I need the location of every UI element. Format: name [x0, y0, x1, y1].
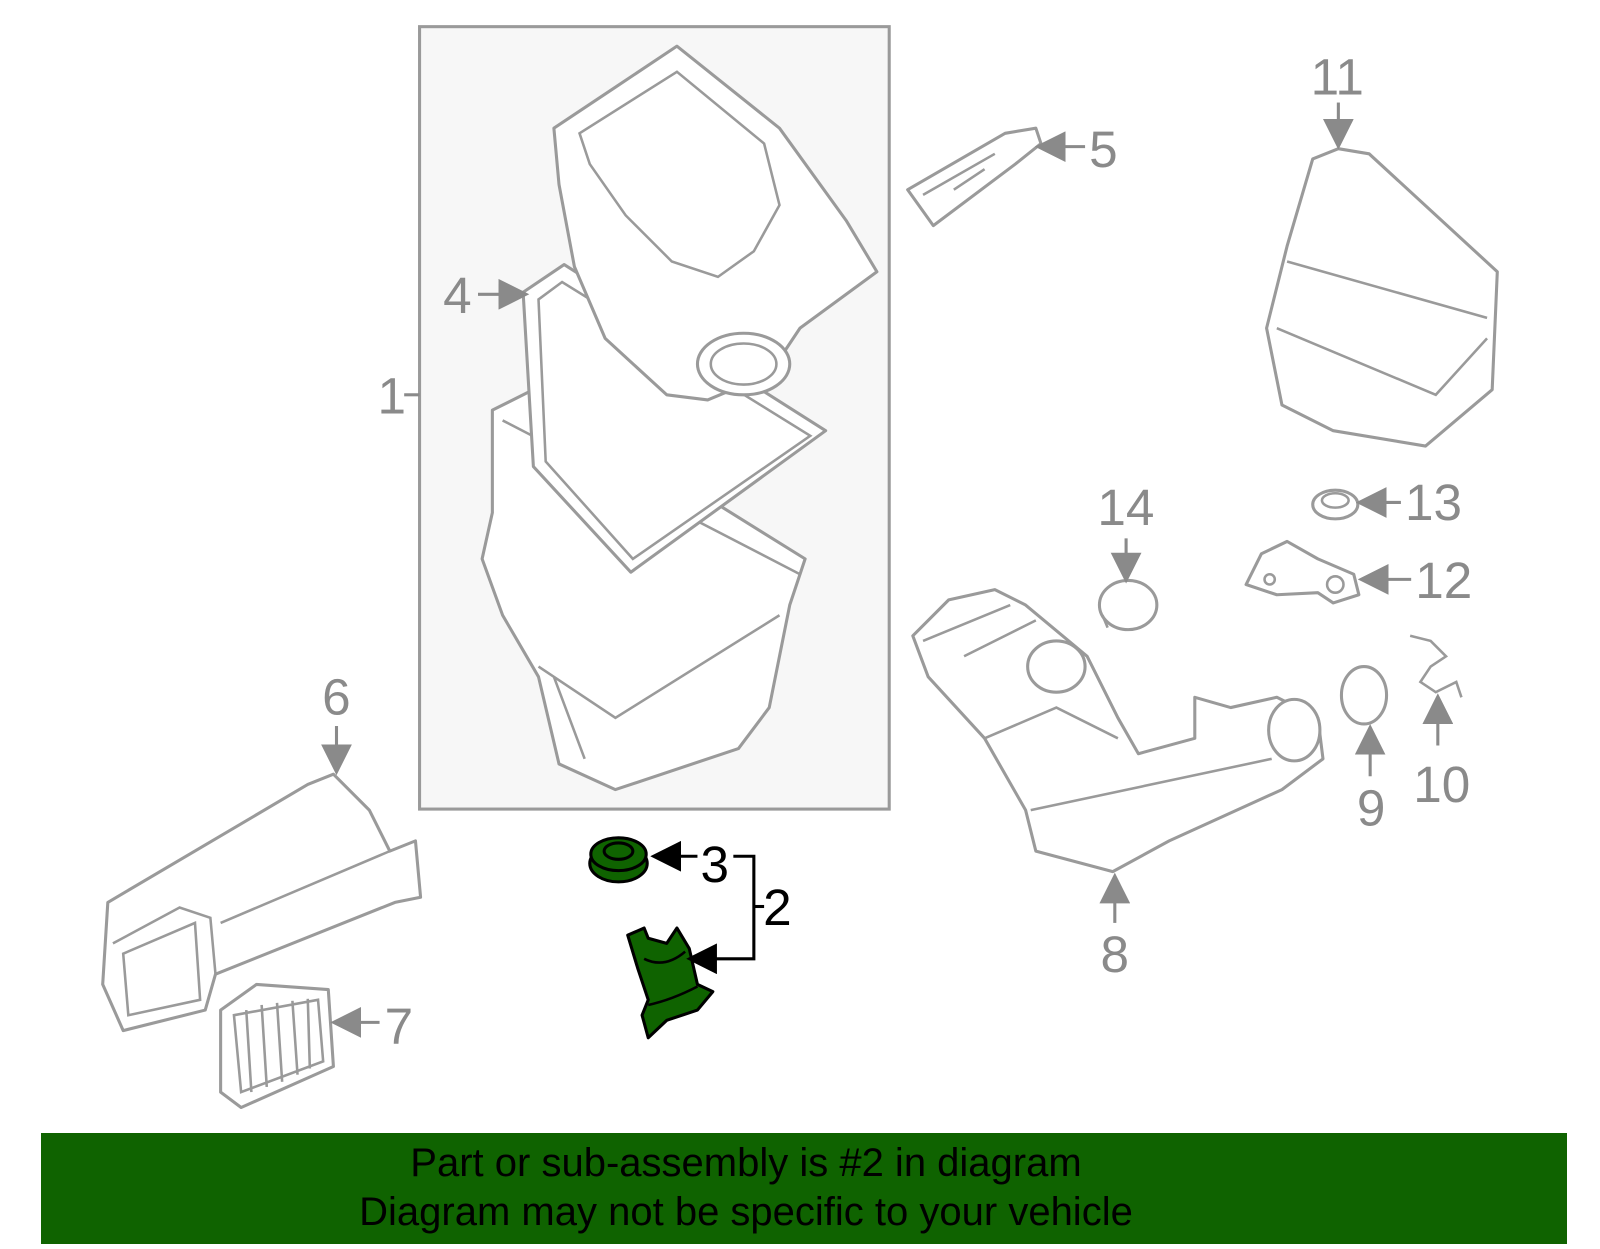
banner-line-2: Diagram may not be specific to your vehi…	[359, 1190, 1133, 1234]
svg-text:4: 4	[443, 267, 472, 324]
callout-8: 8	[1099, 872, 1131, 983]
air-box-upper-cover[interactable]	[552, 44, 879, 402]
callout-1: 1	[378, 367, 420, 424]
svg-text:12: 12	[1415, 552, 1472, 609]
inlet-grille-7[interactable]	[219, 982, 335, 1110]
grommet-3-highlighted[interactable]	[588, 836, 649, 884]
svg-text:7: 7	[385, 998, 414, 1055]
callout-4: 4	[443, 267, 530, 324]
callout-2: 2	[686, 854, 792, 975]
banner-line-1: Part or sub-assembly is #2 in diagram	[410, 1141, 1082, 1185]
resonator-housing[interactable]	[1265, 147, 1499, 448]
svg-text:14: 14	[1097, 479, 1154, 536]
callout-3: 3	[650, 836, 730, 893]
svg-text:10: 10	[1413, 756, 1470, 813]
svg-text:5: 5	[1089, 121, 1118, 178]
svg-text:1: 1	[378, 367, 407, 424]
seal-ring-9[interactable]	[1339, 665, 1389, 726]
bracket-12[interactable]	[1244, 539, 1361, 605]
callout-11: 11	[1311, 48, 1364, 150]
svg-text:9: 9	[1357, 779, 1386, 836]
hose-clamp-14[interactable]	[1097, 578, 1159, 632]
grommet-13[interactable]	[1311, 488, 1360, 521]
svg-text:8: 8	[1100, 926, 1129, 983]
svg-text:13: 13	[1405, 474, 1462, 531]
callout-12: 12	[1357, 552, 1472, 609]
svg-text:11: 11	[1311, 48, 1364, 105]
air-filter-element[interactable]	[521, 263, 828, 574]
callout-6: 6	[321, 669, 352, 776]
mass-air-flow-sensor[interactable]	[906, 126, 1043, 228]
callout-13: 13	[1355, 474, 1462, 531]
callout-14: 14	[1097, 479, 1154, 584]
callout-5: 5	[1034, 121, 1118, 178]
clip-10[interactable]	[1409, 634, 1463, 698]
intake-duct-8[interactable]	[911, 588, 1325, 874]
svg-text:2: 2	[763, 879, 792, 936]
svg-text:6: 6	[322, 669, 351, 726]
info-banner: Part or sub-assembly is #2 in diagram Di…	[41, 1133, 1567, 1244]
svg-text:3: 3	[701, 836, 730, 893]
callout-7: 7	[330, 998, 414, 1055]
callout-9: 9	[1354, 723, 1386, 836]
bracket-2-highlighted[interactable]	[626, 926, 715, 1040]
callout-10: 10	[1413, 693, 1470, 813]
